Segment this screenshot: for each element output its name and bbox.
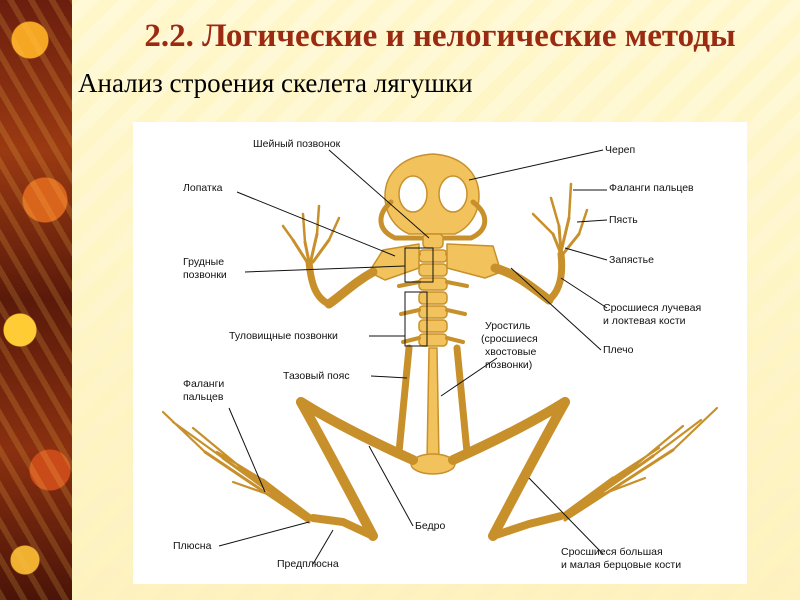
label-tibia-fibula-1: Сросшиеся большая bbox=[561, 546, 663, 558]
label-toe-phalanges-2: пальцев bbox=[183, 391, 224, 403]
decorative-left-strip bbox=[0, 0, 72, 600]
eye-socket-right bbox=[438, 175, 468, 213]
label-thoracic-2: позвонки bbox=[183, 269, 227, 281]
frog-skeleton-drawing bbox=[161, 149, 719, 565]
frog-skeleton-figure: Шейный позвонок Череп Лопатка Фаланги па… bbox=[133, 122, 747, 584]
femur-right bbox=[448, 397, 570, 465]
neck-vertebra bbox=[422, 233, 444, 249]
label-tarsus: Предплюсна bbox=[277, 558, 339, 570]
label-pelvic-girdle: Тазовый пояс bbox=[283, 370, 350, 382]
label-trunk-vertebrae: Туловищные позвонки bbox=[229, 330, 338, 342]
label-neck-vertebra: Шейный позвонок bbox=[253, 138, 341, 150]
label-thoracic-1: Грудные bbox=[183, 256, 225, 268]
label-radius-ulna-1: Сросшиеся лучевая bbox=[603, 302, 702, 314]
label-radius-ulna-2: и локтевая кости bbox=[603, 315, 686, 327]
femur-left bbox=[296, 397, 418, 465]
scapula-right bbox=[446, 243, 502, 279]
label-wrist: Запястье bbox=[609, 254, 654, 266]
label-toe-phalanges-1: Фаланги bbox=[183, 378, 225, 390]
tibia-right bbox=[488, 397, 570, 541]
label-scapula: Лопатка bbox=[183, 182, 223, 194]
eye-socket-left bbox=[398, 175, 428, 213]
label-tibia-fibula-2: и малая берцовые кости bbox=[561, 559, 682, 571]
urostyle bbox=[426, 347, 440, 461]
leader-lines bbox=[218, 149, 608, 565]
label-urostyle-2: (сросшиеся bbox=[481, 333, 538, 345]
humerus-left bbox=[324, 267, 378, 309]
slide-subtitle: Анализ строения скелета лягушки bbox=[78, 68, 473, 98]
humerus-right bbox=[490, 263, 554, 305]
label-urostyle-4: позвонки) bbox=[485, 359, 533, 371]
tibia-left bbox=[296, 397, 378, 541]
thoracic-box bbox=[404, 247, 434, 283]
label-metacarpus: Пясть bbox=[609, 214, 638, 226]
slide-title: 2.2. Логические и нелогические методы bbox=[144, 18, 736, 54]
label-urostyle-3: хвостовые bbox=[485, 346, 537, 358]
scapula-left bbox=[368, 243, 420, 281]
label-finger-phalanges-top: Фаланги пальцев bbox=[609, 182, 694, 194]
label-shoulder: Плечо bbox=[603, 344, 634, 356]
label-skull: Череп bbox=[605, 144, 636, 156]
label-femur: Бедро bbox=[415, 520, 446, 532]
label-metatarsus: Плюсна bbox=[173, 540, 212, 552]
label-urostyle-1: Уростиль bbox=[485, 320, 531, 332]
trunk-box bbox=[404, 291, 428, 347]
